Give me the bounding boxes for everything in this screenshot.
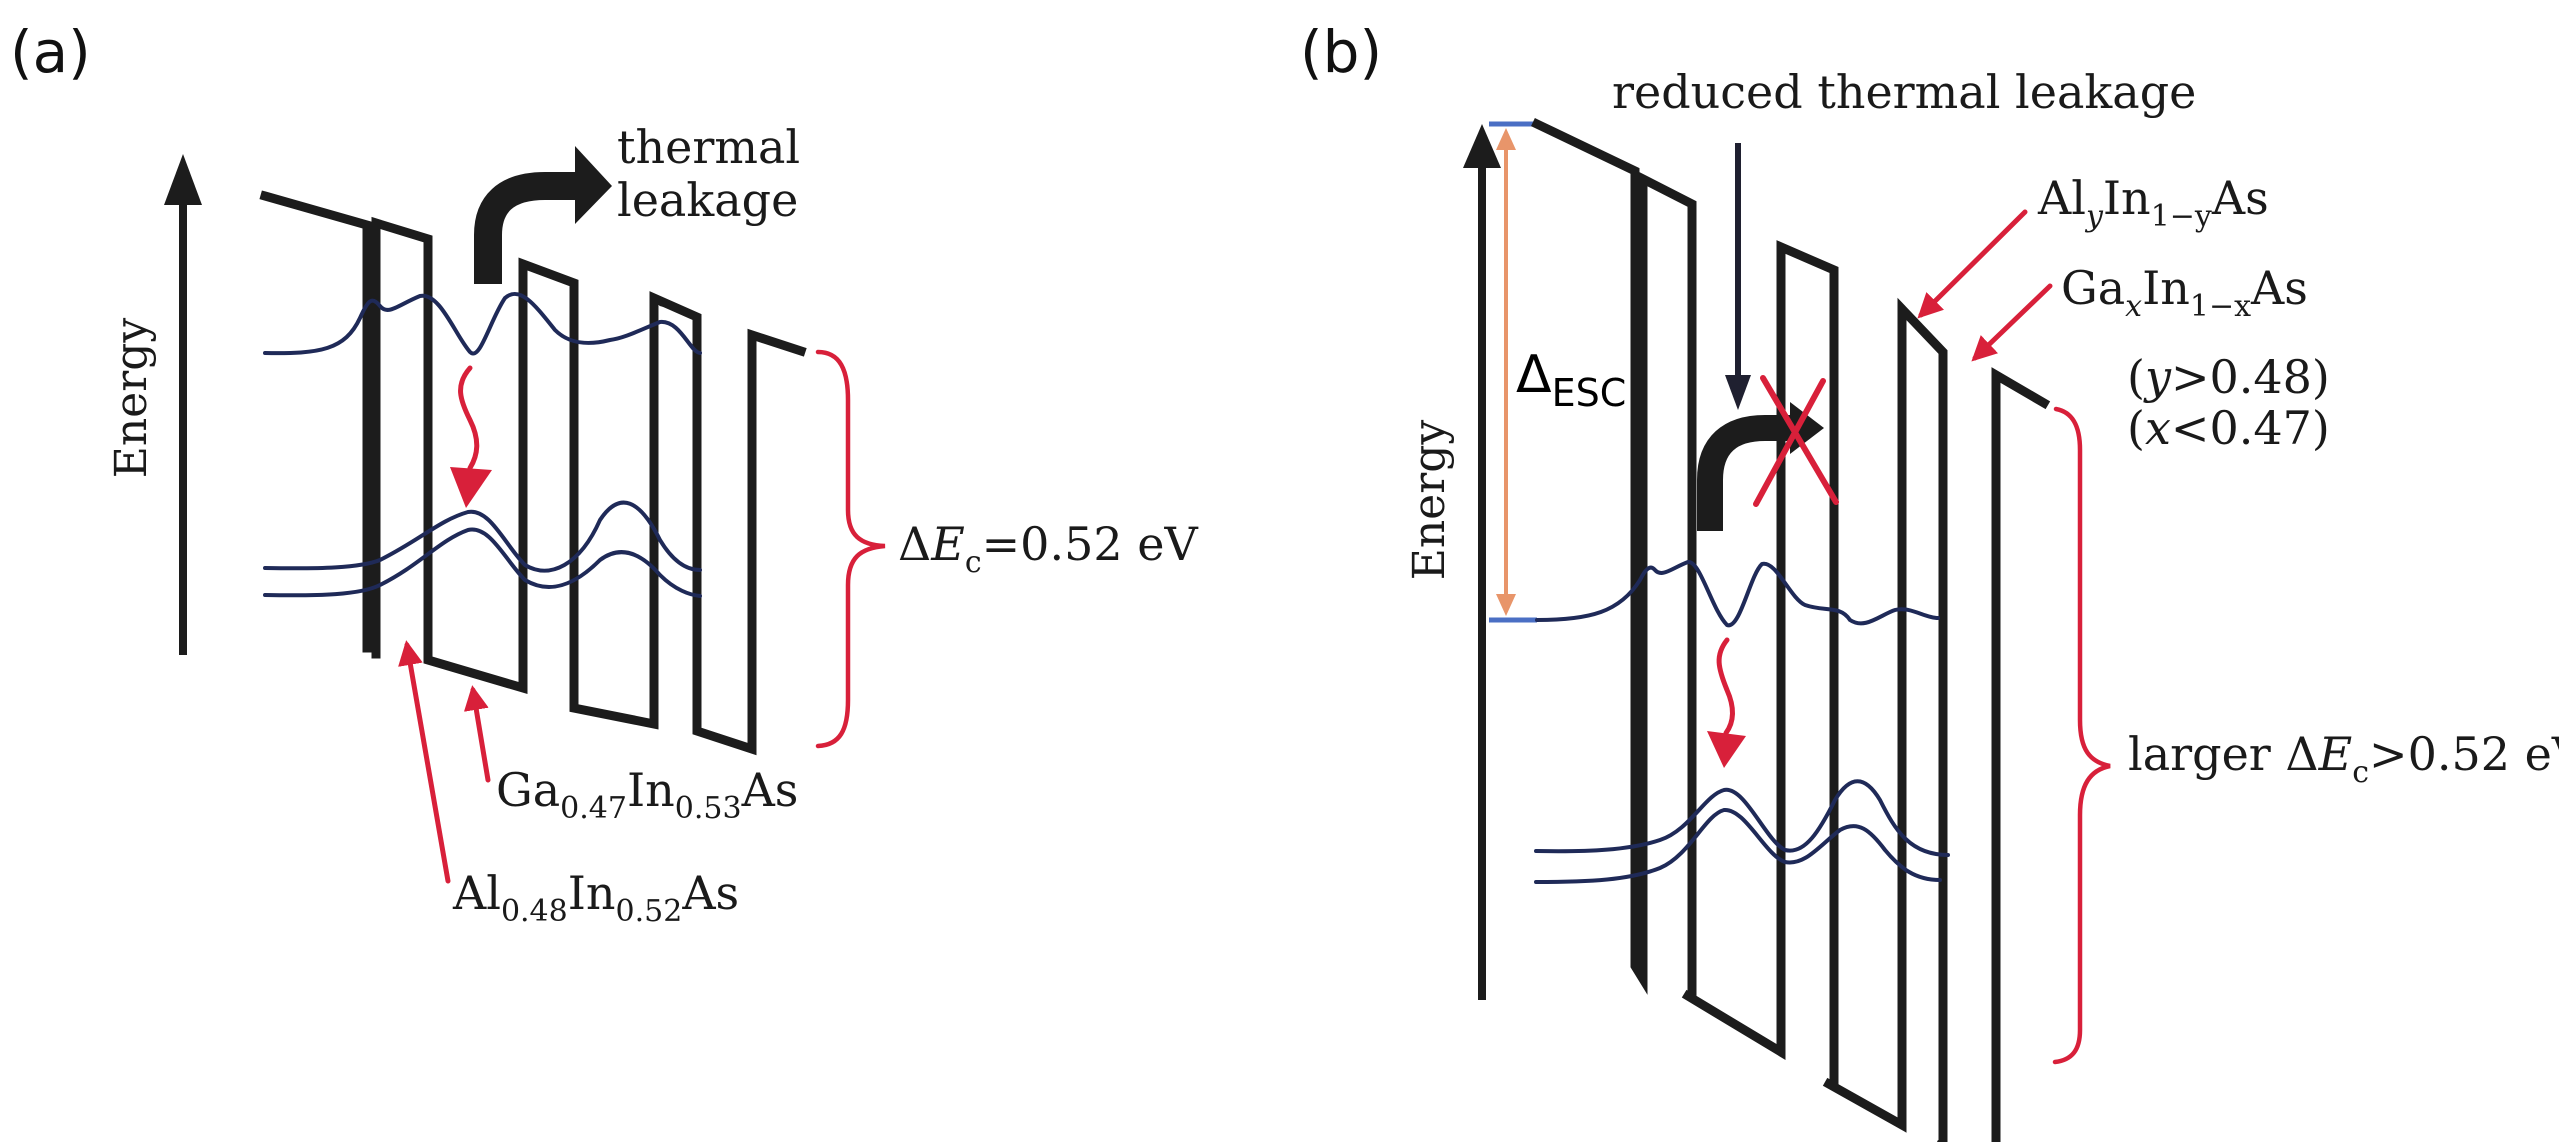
conduction-band-a — [259, 190, 807, 756]
arrow-up-icon — [1496, 128, 1516, 150]
arrow-up-icon — [164, 154, 202, 205]
well-material-label-b: GaxIn1−xAs — [2061, 261, 2308, 324]
relaxation-arrow-a — [458, 365, 480, 471]
condition-x-label: (x<0.47) — [2127, 401, 2330, 455]
reduced-leakage-title: reduced thermal leakage — [1612, 65, 2196, 119]
relaxation-arrow-b — [1716, 637, 1735, 736]
condition-y-label: (y>0.48) — [2127, 350, 2330, 404]
panel-b-label: (b) — [1300, 18, 1382, 86]
arrow-down-icon — [1496, 594, 1516, 616]
blocked-leakage-arrow — [1697, 415, 1795, 531]
pointer-arrow-well — [463, 685, 491, 783]
lower-wavefunction-1-a — [263, 500, 702, 573]
delta-ec-label-b: larger ΔEc>0.52 eV — [2128, 727, 2559, 790]
panel-a-label: (a) — [10, 18, 91, 86]
energy-axis-b: Energy — [1404, 124, 1501, 1000]
lower-wavefunction-2-b — [1534, 808, 1942, 884]
energy-axis-a: Energy — [106, 154, 202, 655]
arrow-right-icon — [575, 146, 612, 224]
barrier-material-label-a: Al0.48In0.52As — [452, 866, 739, 929]
thermal-label: thermal — [617, 120, 800, 174]
barrier-material-label-b: AlyIn1−yAs — [2037, 171, 2269, 234]
upper-wavefunction-b — [1535, 560, 1940, 628]
delta-esc-label: ΔESC — [1516, 345, 1626, 415]
lower-wavefunction-2-a — [263, 527, 702, 598]
arrow-down-icon — [1725, 375, 1751, 410]
band-notch — [659, 300, 669, 308]
energy-axis-label: Energy — [1404, 420, 1455, 581]
well-material-label-a: Ga0.47In0.53As — [496, 763, 798, 826]
delta-ec-label-a: ΔEc=0.52 eV — [898, 517, 1198, 580]
thermal-leakage-arrow — [474, 172, 580, 284]
lower-wavefunction-1-b — [1534, 779, 1950, 857]
energy-axis-label: Energy — [106, 318, 157, 479]
conduction-band-b — [1530, 117, 2051, 1142]
panel-b: (b) reduced thermal leakage Energy ΔESC — [1300, 18, 2559, 1142]
arrow-down-icon — [1707, 731, 1746, 768]
cross-icon — [1753, 378, 1826, 507]
pointer-arrow-barrier — [1917, 209, 2028, 319]
pointer-arrow-barrier — [398, 640, 451, 884]
cross-icon — [1760, 375, 1839, 505]
arrow-up-icon — [1463, 124, 1501, 168]
delta-ec-brace-b — [2052, 406, 2111, 1065]
delta-ec-brace-a — [815, 349, 886, 749]
arrow-down-icon — [450, 467, 492, 508]
upper-wavefunction-a — [263, 291, 702, 356]
leakage-label: leakage — [617, 173, 798, 227]
pointer-arrow-well — [1971, 283, 2053, 362]
panel-a: (a) Energy thermal leakage ΔEc=0.52 eV G… — [10, 18, 1198, 929]
